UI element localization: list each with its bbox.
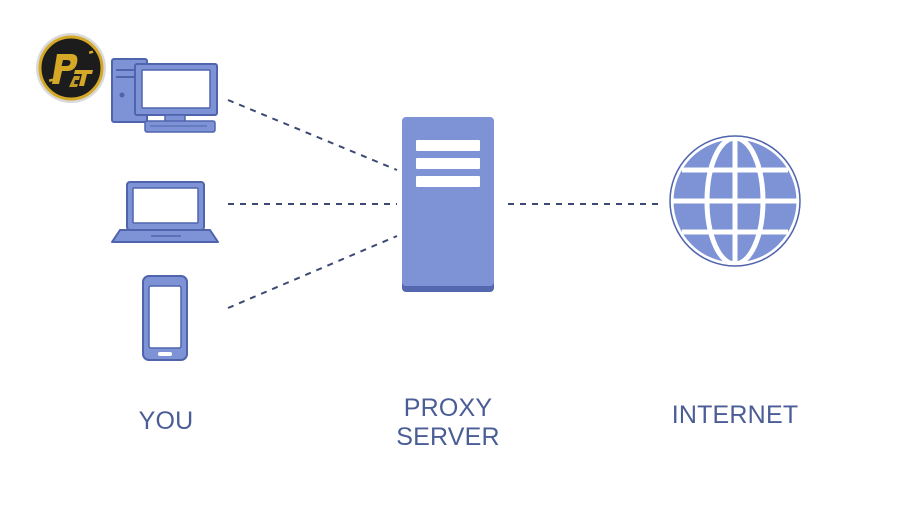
pst-logo-icon — [36, 33, 106, 103]
internet-globe-icon — [669, 135, 801, 267]
phone-to-proxy-line — [227, 235, 398, 309]
proxy-label-line1: PROXY — [403, 394, 493, 422]
connection-lines — [227, 99, 662, 309]
proxy-server-label: PROXY SERVER — [360, 394, 536, 452]
proxy-label-line2: SERVER — [396, 423, 500, 451]
proxy-server-icon — [402, 117, 494, 292]
desktop-to-proxy-line — [227, 99, 398, 171]
smartphone-icon — [142, 275, 188, 361]
you-label: YOU — [138, 407, 194, 435]
laptop-icon — [111, 181, 219, 243]
internet-label: INTERNET — [671, 401, 799, 429]
desktop-computer-icon — [111, 58, 218, 133]
